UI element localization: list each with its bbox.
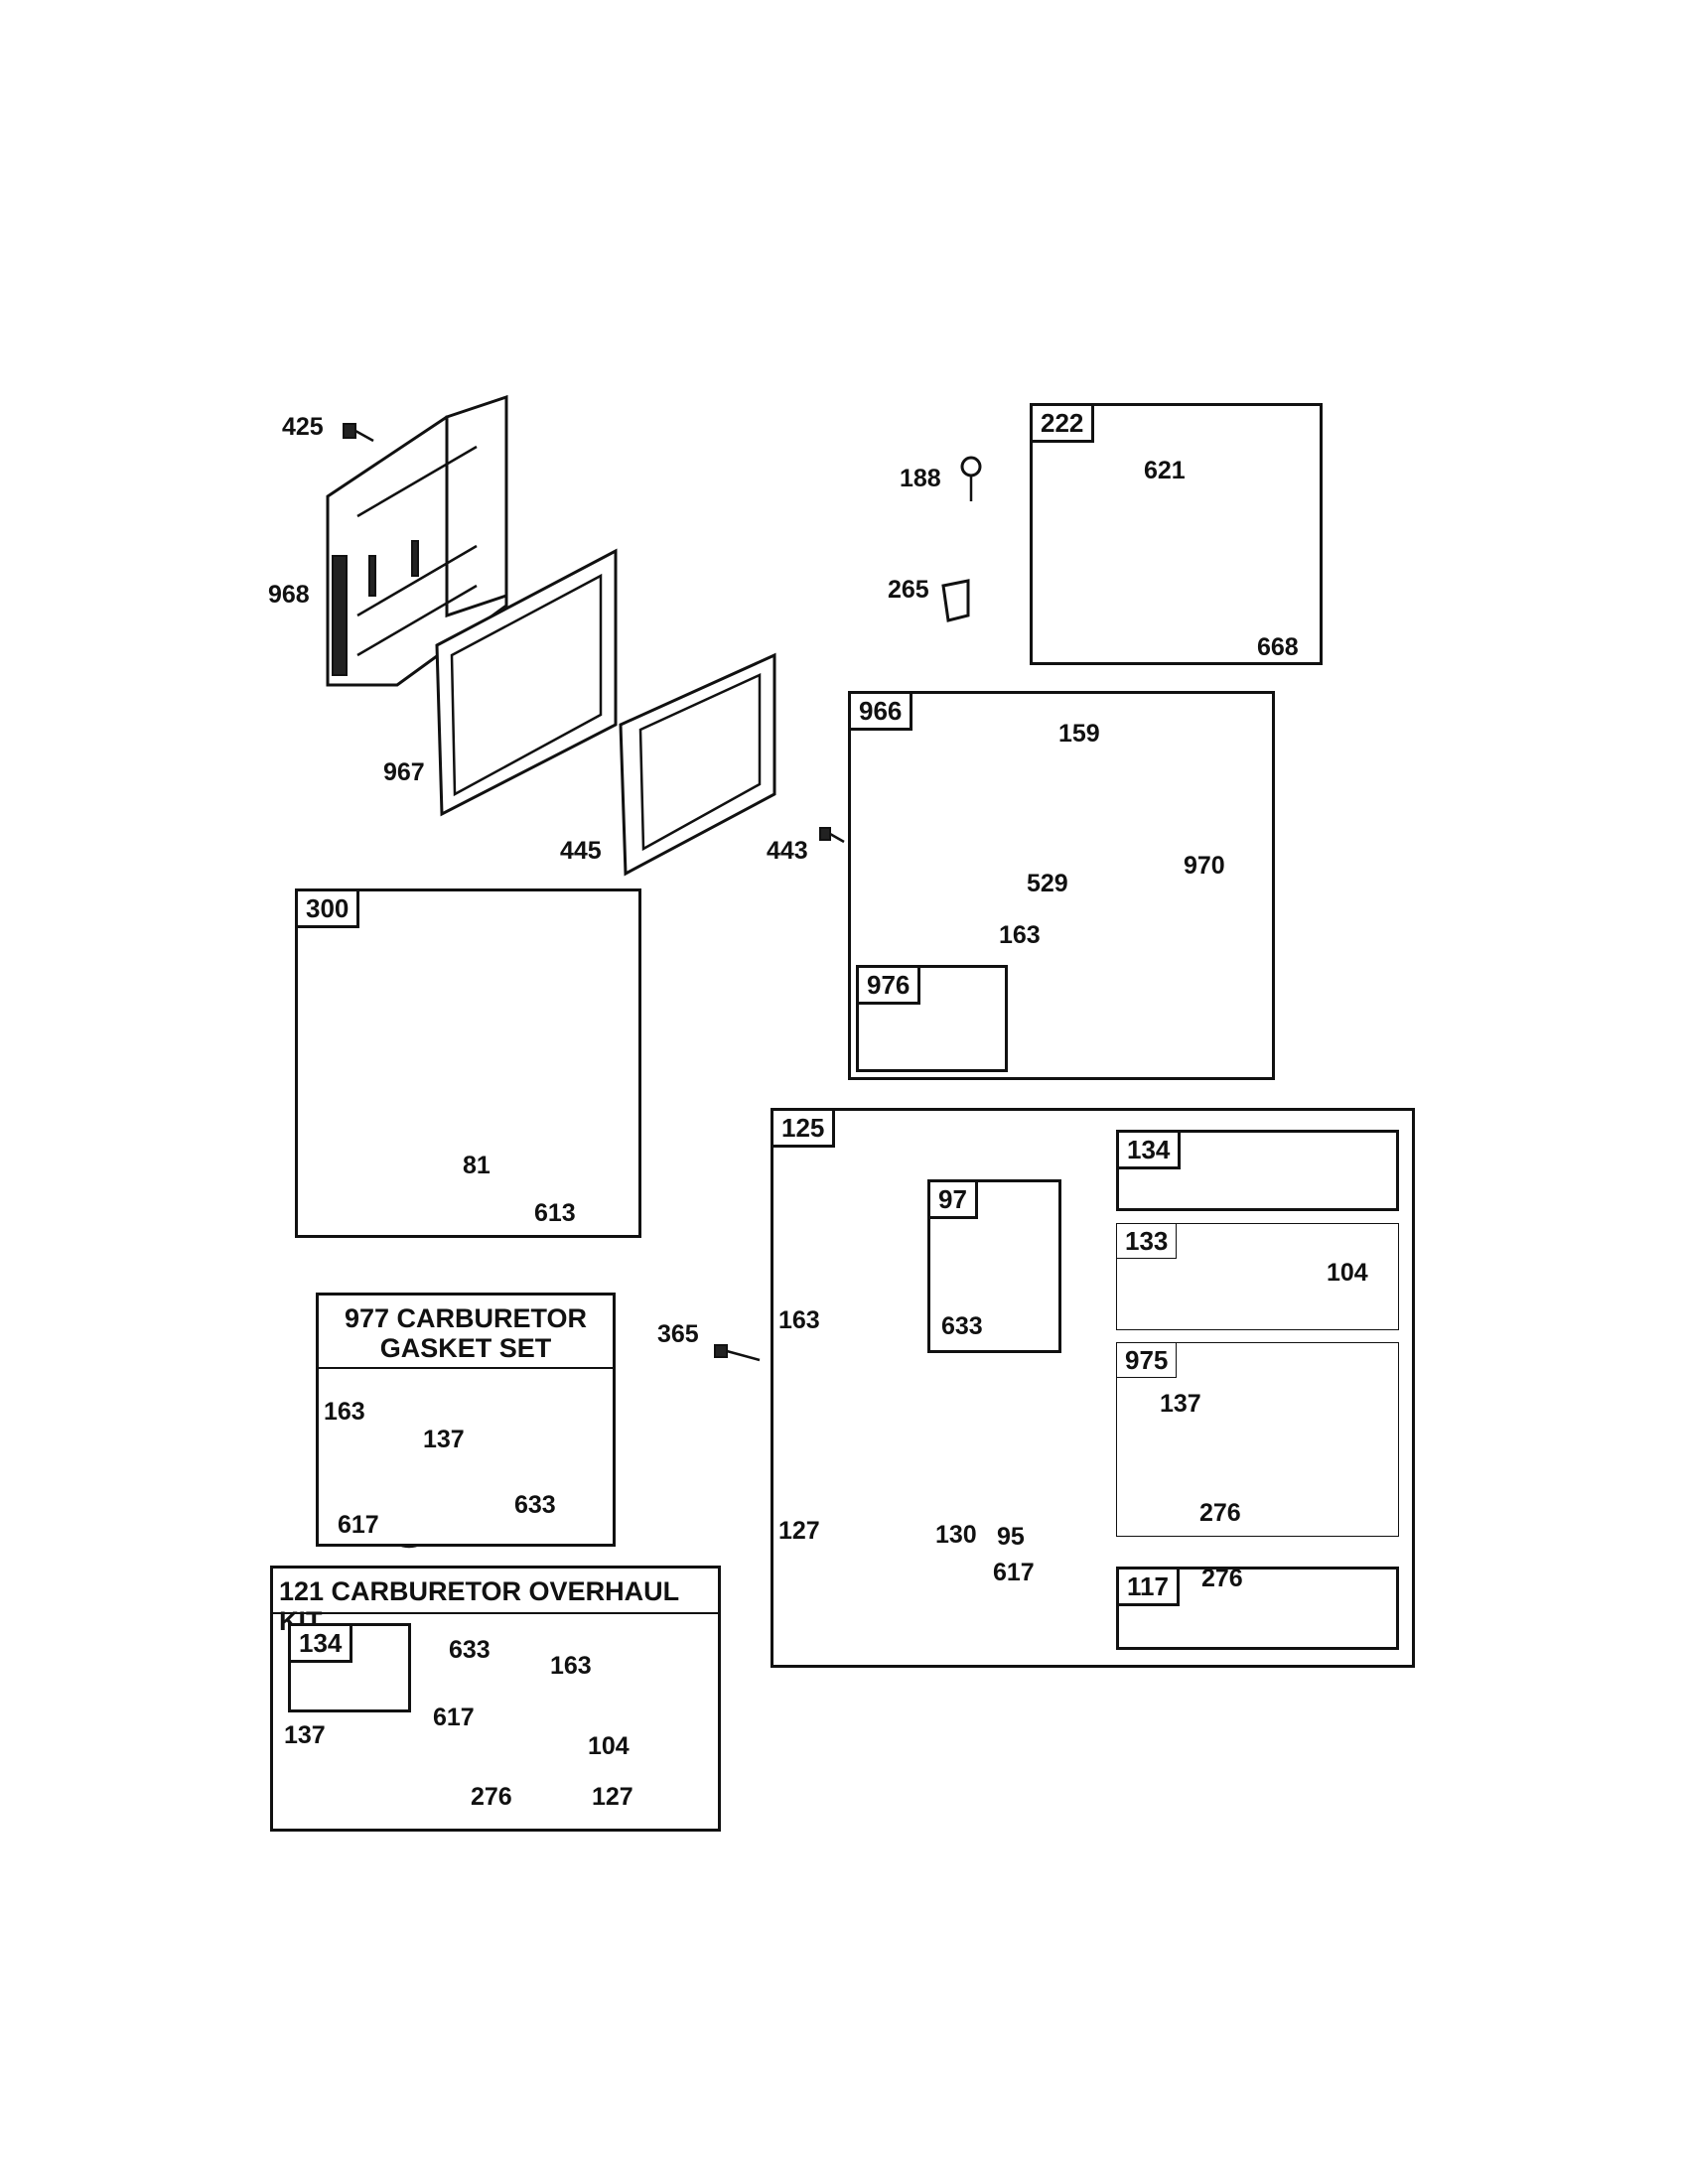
group-133-box: 133 [1116, 1223, 1399, 1330]
callout-95: 95 [997, 1523, 1025, 1551]
callout-668: 668 [1257, 633, 1299, 661]
group-975-box: 975 [1116, 1342, 1399, 1537]
group-300-tag: 300 [298, 891, 360, 928]
callout-81: 81 [463, 1152, 491, 1179]
air-cleaner-base-drawing [326, 394, 508, 687]
callout-968: 968 [268, 581, 310, 609]
group-975-tag: 975 [1117, 1343, 1178, 1378]
callout-445: 445 [560, 837, 602, 865]
group-222-tag: 222 [1033, 406, 1095, 443]
callout-104-float: 104 [1327, 1259, 1368, 1287]
group-222-box: 222 [1030, 403, 1323, 665]
gasket-set-divider [319, 1367, 613, 1369]
callout-617-gasket: 617 [338, 1511, 379, 1539]
clip-265-drawing [941, 579, 970, 622]
callout-365: 365 [657, 1320, 699, 1348]
callout-617-carb: 617 [993, 1559, 1035, 1586]
group-117-box: 117 [1116, 1567, 1399, 1650]
overhaul-kit-divider [273, 1612, 718, 1614]
group-976-tag: 976 [859, 968, 921, 1005]
callout-276-117: 276 [1201, 1565, 1243, 1592]
overhaul-kit-title: 121 CARBURETOR OVERHAUL KIT [279, 1576, 679, 1636]
screw-188-drawing [960, 456, 982, 501]
callout-127-carb: 127 [778, 1517, 820, 1545]
callout-137-gasket: 137 [423, 1426, 465, 1453]
group-976-box: 976 [856, 965, 1008, 1072]
group-966-tag: 966 [851, 694, 913, 731]
callout-163-carb: 163 [778, 1306, 820, 1334]
callout-104-kit: 104 [588, 1732, 630, 1760]
group-117-tag: 117 [1119, 1570, 1180, 1606]
precleaner-445-drawing [619, 652, 776, 877]
callout-425: 425 [282, 413, 324, 441]
gasket-set-977-box: 977 CARBURETOR GASKET SET [316, 1293, 616, 1547]
filter-967-drawing [435, 548, 618, 817]
group-134-kit-box: 134 [288, 1623, 411, 1712]
group-133-tag: 133 [1117, 1224, 1178, 1259]
callout-633-97: 633 [941, 1312, 983, 1340]
callout-967: 967 [383, 758, 425, 786]
gasket-set-title-line2: GASKET SET [379, 1333, 552, 1363]
callout-443: 443 [767, 837, 808, 865]
group-300-box: 300 [295, 888, 641, 1238]
callout-137-bowl: 137 [1160, 1390, 1201, 1418]
callout-163-gasket: 163 [324, 1398, 365, 1426]
callout-970: 970 [1184, 852, 1225, 880]
callout-633-gasket: 633 [514, 1491, 556, 1519]
callout-163-kit: 163 [550, 1652, 592, 1680]
screw-425-drawing [343, 423, 374, 443]
callout-613: 613 [534, 1199, 576, 1227]
callout-529: 529 [1027, 870, 1068, 897]
callout-633-kit: 633 [449, 1636, 491, 1664]
group-134-box: 134 [1116, 1130, 1399, 1211]
gasket-set-title-line1: 977 CARBURETOR [344, 1303, 588, 1333]
callout-621: 621 [1144, 457, 1186, 484]
group-134-tag: 134 [1119, 1133, 1182, 1169]
callout-163-backplate: 163 [999, 921, 1041, 949]
group-97-tag: 97 [930, 1182, 978, 1219]
callout-276-kit: 276 [471, 1783, 512, 1811]
callout-265: 265 [888, 576, 929, 604]
callout-617-kit: 617 [433, 1704, 475, 1731]
callout-188: 188 [900, 465, 941, 492]
callout-276-bowl: 276 [1199, 1499, 1241, 1527]
callout-130: 130 [935, 1521, 977, 1549]
callout-127-kit: 127 [592, 1783, 633, 1811]
callout-159: 159 [1058, 720, 1100, 748]
callout-137-kit: 137 [284, 1721, 326, 1749]
group-125-tag: 125 [773, 1111, 836, 1148]
group-134-kit-tag: 134 [291, 1626, 353, 1663]
group-97-box: 97 [927, 1179, 1061, 1353]
